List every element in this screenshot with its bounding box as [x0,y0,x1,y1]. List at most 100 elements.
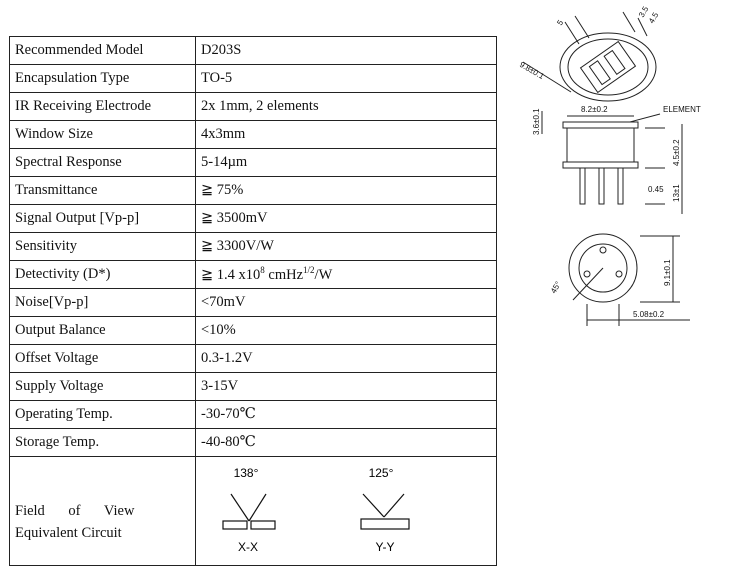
fov-label-line1: Field of View [15,503,135,519]
pin-2 [598,167,605,205]
spec-label: Window Size [9,120,196,149]
fov-label-cell: Field of View Equivalent Circuit [9,456,196,566]
spec-label: Operating Temp. [9,400,196,429]
spec-row: Sensitivity≧ 3300V/W [9,232,497,261]
spec-value: 3-15V [195,372,497,401]
fov-diagram-cell: 138° X-X 125° Y-Y [195,456,497,566]
bottom-view-header [578,243,628,293]
spec-value: <10% [195,316,497,345]
spec-value: 5-14µm [195,148,497,177]
spec-value: ≧ 3300V/W [195,232,497,261]
detectivity-unit-end: /W [314,266,333,283]
top-view-sensor-window [579,40,637,94]
side-view-flange [562,161,639,169]
spec-row: Operating Temp.-30-70℃ [9,400,497,429]
side-view-body [566,127,635,163]
detectivity-exp2: 1/2 [303,265,315,276]
spec-row: Detectivity (D*)≧ 1.4 x108 cmHz1/2/W [9,260,497,289]
fov-xx-axis: X-X [238,540,258,554]
fov-xx-diagram: 138° X-X [222,466,276,554]
side-view-cap [562,121,639,129]
dim-pitch: 5.08±0.2 [633,310,665,319]
fov-xx-angle: 138° [234,466,259,480]
top-dim-line-diag [522,61,572,93]
spec-value: ≧ 1.4 x108 cmHz1/2/W [195,260,497,289]
dim-top-a: 5 [555,18,565,27]
spec-row: Signal Output [Vp-p]≧ 3500mV [9,204,497,233]
spec-label: Signal Output [Vp-p] [9,204,196,233]
fov-row: Field of View Equivalent Circuit 138° X-… [9,456,497,566]
spec-row: Noise[Vp-p]<70mV [9,288,497,317]
spec-row: Transmittance≧ 75% [9,176,497,205]
element-label: ELEMENT [663,105,701,114]
fov-xx-ray-right [248,493,267,522]
dim-width: 8.2±0.2 [581,105,608,114]
spec-value: 4x3mm [195,120,497,149]
spec-value: ≧ 3500mV [195,204,497,233]
fov-label: Field of View Equivalent Circuit [15,500,190,544]
element-leader [629,113,661,123]
fov-xx-element-left [222,520,248,530]
spec-label: Output Balance [9,316,196,345]
fov-yy-ray-left [362,493,385,518]
dim-diag: 9.8±0.1 [518,60,546,81]
top-view-window [567,38,649,96]
spec-label: Spectral Response [9,148,196,177]
bottom-dim-angle-leader [572,267,604,301]
bottom-pin-b [583,270,591,278]
spec-value: <70mV [195,288,497,317]
spec-label: Supply Voltage [9,372,196,401]
top-dim-line-d [637,17,648,37]
fov-yy-axis: Y-Y [376,540,395,554]
spec-label: Transmittance [9,176,196,205]
dim-height: 3.6±0.1 [532,108,541,135]
fov-xx-ray-left [230,493,250,522]
bottom-pin-a [599,246,607,254]
pin-1 [579,167,586,205]
spec-value: TO-5 [195,64,497,93]
detectivity-exp: 8 [260,265,265,276]
spec-value: 0.3-1.2V [195,344,497,373]
bottom-pin-c [615,270,623,278]
spec-value: D203S [195,36,497,65]
top-dim-line-c [622,11,636,33]
top-dim-line-b [574,15,590,39]
top-view-can-outline [559,32,657,102]
top-dim-line-a [564,21,580,45]
dim-top-c: 4.5 [647,10,661,25]
fov-yy-angle: 125° [369,466,394,480]
dim-pin-len: 13±1 [672,184,681,202]
detectivity-base: ≧ 1.4 x10 [201,266,261,283]
bottom-view-outline [568,233,638,303]
spec-label: Storage Temp. [9,428,196,457]
fov-diagram: 138° X-X 125° Y-Y [222,466,410,554]
top-view-element-b [603,49,626,75]
spec-label: Recommended Model [9,36,196,65]
spec-row: Output Balance<10% [9,316,497,345]
spec-label: Encapsulation Type [9,64,196,93]
dim-pin-d: 0.45 [648,185,664,194]
spec-value: -30-70℃ [195,400,497,429]
spec-label: Noise[Vp-p] [9,288,196,317]
spec-row: Storage Temp.-40-80℃ [9,428,497,457]
detectivity-unit: cmHz [264,266,304,283]
spec-label: Sensitivity [9,232,196,261]
fov-yy-element [360,518,410,530]
to5-package-drawing: 5 3.5 4.5 9.8±0.1 3.6±0.1 8.2±0.2 ELEMEN… [518,4,701,326]
dim-bottom-dia: 9.1±0.1 [663,259,672,286]
dim-angle: 45° [549,280,563,295]
spec-value: -40-80℃ [195,428,497,457]
spec-label: Offset Voltage [9,344,196,373]
spec-label: Detectivity (D*) [9,260,196,289]
fov-xx-element-right [250,520,276,530]
top-view-element-a [588,60,611,86]
spec-value: 2x 1mm, 2 elements [195,92,497,121]
dim-body: 4.5±0.2 [672,139,681,166]
